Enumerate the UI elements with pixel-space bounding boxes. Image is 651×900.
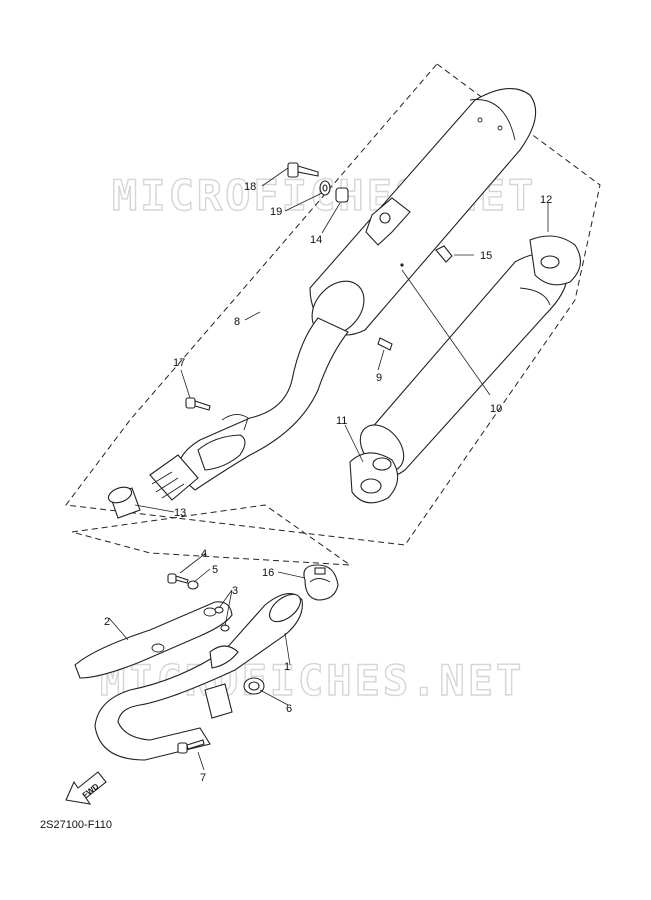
fwd-arrow-icon: FWD [65,771,107,805]
label-part-13: 13 [174,507,186,519]
washer-5 [187,580,199,590]
gasket-13 [107,486,141,519]
gasket-6 [243,677,265,695]
label-part-10: 10 [490,403,502,415]
diagram-code: 2S27100-F110 [40,819,112,831]
label-part-14: 14 [310,234,322,246]
label-part-12: 12 [540,194,552,206]
exhaust-flange [204,683,233,719]
end-cap-12 [529,235,581,286]
end-cap-11 [349,452,399,504]
bolt-18 [287,162,319,178]
muffler-assembly-boundary [65,63,601,546]
bolt-4 [167,573,189,584]
label-part-17: 17 [173,357,185,369]
label-part-19: 19 [270,206,282,218]
label-part-7: 7 [200,772,206,784]
label-part-2: 2 [104,616,110,628]
muffler-inlet-pipe [149,317,349,501]
label-part-15: 15 [480,250,492,262]
collar-14 [335,187,349,203]
exhaust-pipe-1 [94,593,303,761]
bolt-7 [177,739,205,754]
damper-3 [214,606,230,632]
label-part-8: 8 [234,316,240,328]
bolt-17 [185,397,211,411]
label-part-4: 4 [201,548,207,560]
label-part-6: 6 [286,703,292,715]
clamp-16 [303,564,339,601]
label-part-5: 5 [212,564,218,576]
leader-lines [108,167,549,771]
label-part-3: 3 [232,585,238,597]
label-part-9: 9 [376,372,382,384]
washer-19 [319,180,331,196]
label-part-16: 16 [262,567,274,579]
exhaust-pipe-group-boundary [71,504,352,566]
label-part-1: 1 [284,661,290,673]
bolt-15 [435,245,453,263]
silencer-bracket [365,197,411,246]
rivet-9 [377,337,393,351]
label-part-11: 11 [336,415,347,427]
label-part-18: 18 [244,181,256,193]
